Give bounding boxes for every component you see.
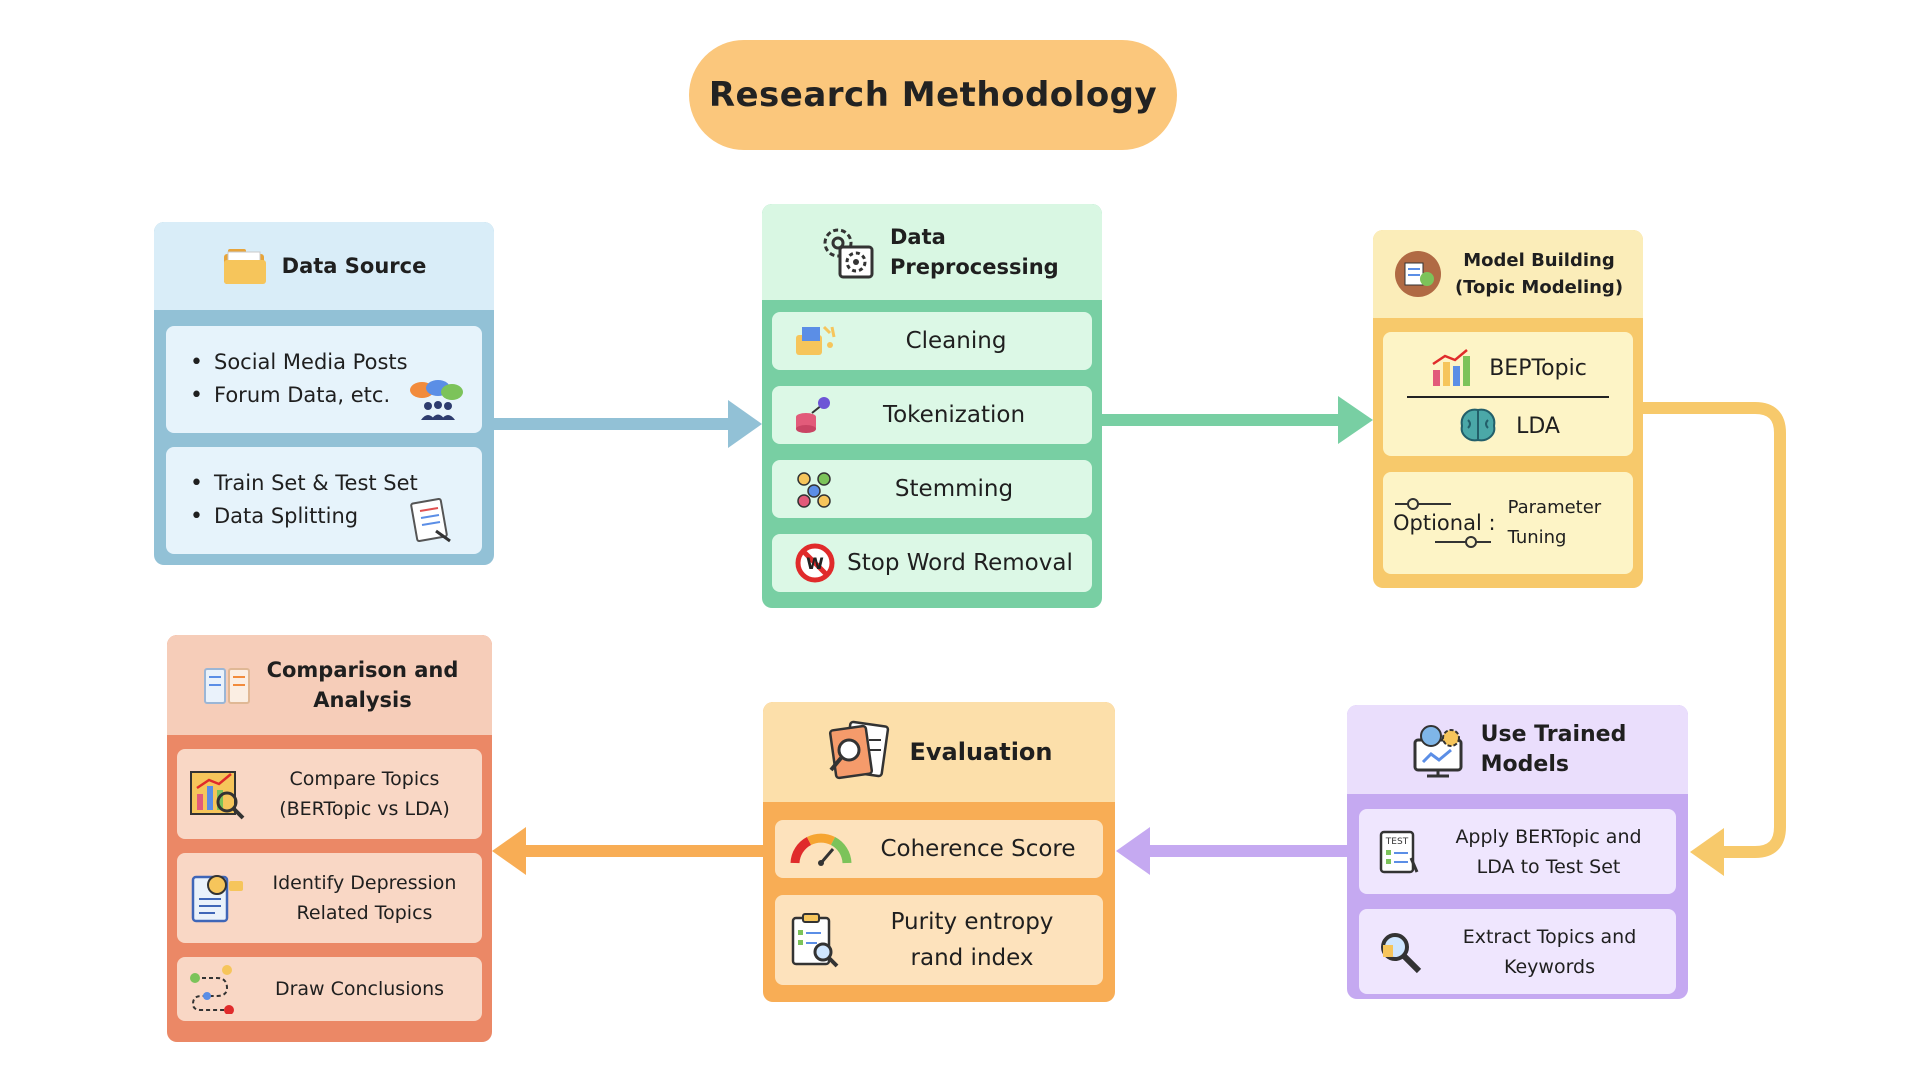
step-cleaning: Cleaning [772,312,1092,370]
cleaning-icon [796,325,836,355]
divider [1407,396,1609,398]
model-label: BEPTopic [1489,355,1587,381]
step-stop-word-removal: W Stop Word Removal [772,534,1092,592]
brain-icon [1460,408,1496,442]
card-text-line1: Extract Topics and [1462,925,1637,948]
arrow-use-to-eval [1116,827,1347,875]
community-icon [410,380,463,420]
card-optional-tuning: Optional : Parameter Tuning [1383,472,1633,574]
test-badge-text: TEST [1385,837,1409,847]
panel-title-line2: Models [1480,751,1569,777]
test-report-icon [829,720,890,780]
panel-evaluation: Evaluation Coherence Score [763,702,1115,1002]
optional-text-line1: Parameter [1507,497,1602,518]
card-coherence-score: Coherence Score [775,820,1103,878]
model-icon [1394,251,1441,297]
panel-title-line1: Comparison and [266,658,459,682]
svg-text:W: W [806,554,824,573]
database-icon [796,397,830,433]
panel-model-building: Model Building (Topic Modeling) BEPTopic [1373,230,1643,588]
analysis-chart-icon [190,771,245,820]
panel-header: Data Source [154,222,494,310]
list-item: Social Media Posts [190,346,482,379]
card-apply-models: TEST Apply BERTopic and LDA to Test Set [1359,809,1676,894]
step-stemming: Stemming [772,460,1092,518]
card-models: BEPTopic LDA [1383,332,1633,456]
optional-label: Optional [1393,511,1482,535]
comparison-icon [203,668,250,704]
no-sign-icon: W [795,543,835,583]
panel-header: Use Trained Models [1347,705,1688,794]
arrow-prep-to-model [1102,396,1373,444]
diagram-title: Research Methodology [689,40,1177,150]
checklist-icon [410,498,451,543]
card-text-line1: Identify Depression [272,872,457,894]
list-item: Data Splitting [190,500,482,533]
panel-comparison-analysis: Comparison and Analysis Compare Topics (… [167,635,492,1042]
ai-brain-icon [1413,724,1463,777]
panel-title-line2: Analysis [313,688,412,712]
slider-icon [1435,536,1491,548]
arrow-source-to-prep [494,400,762,448]
optional-colon: : [1488,511,1496,535]
list-item: Train Set & Test Set [190,467,482,500]
arrow-model-to-use [1643,402,1786,876]
card-text-line2: (BERTopic vs LDA) [279,798,450,820]
card-text-line1: Compare Topics [289,768,440,790]
card-text-line1: Purity entropy [890,909,1054,935]
gauge-icon [790,833,852,866]
network-icon [797,472,831,508]
model-row-beptopic: BEPTopic [1403,342,1613,394]
card-text-line2: rand index [910,945,1034,971]
model-label: LDA [1516,413,1560,439]
panel-title-line1: Model Building [1463,250,1615,271]
list-item: Forum Data, etc. [190,379,482,412]
optional-text-line2: Tuning [1507,527,1567,548]
panel-title-line2: (Topic Modeling) [1454,277,1624,298]
card-draw-conclusions: Draw Conclusions [177,957,482,1021]
clipboard-search-icon [791,913,839,968]
card-compare-topics: Compare Topics (BERTopic vs LDA) [177,749,482,839]
card-identify-topics: Identify Depression Related Topics [177,853,482,943]
panel-data-source: Data Source Social Media Posts Forum Dat… [154,222,494,565]
slider-icon [1395,498,1451,510]
step-label: Tokenization [882,402,1026,428]
panel-title: Data Source [281,254,427,278]
card-label: Coherence Score [880,836,1076,862]
panel-use-trained-models: Use Trained Models TEST Apply BERTopic a… [1347,705,1688,999]
panel-data-preprocessing: Data Preprocessing Cleaning [762,204,1102,608]
card-sources: Social Media Posts Forum Data, etc. [166,326,482,433]
arrow-eval-to-comp [492,827,763,875]
panel-header: Comparison and Analysis [167,635,492,735]
model-row-lda: LDA [1403,400,1613,452]
folder-icon [223,249,266,284]
topic-document-icon [191,875,243,923]
panel-title: Evaluation [909,738,1053,766]
step-label: Stop Word Removal [847,550,1073,576]
card-text-line2: Related Topics [296,902,433,924]
panel-header: Evaluation [763,702,1115,802]
step-label: Cleaning [905,328,1007,354]
panel-title-line1: Data [890,225,946,249]
card-extract-topics: Extract Topics and Keywords [1359,909,1676,994]
card-text-line2: Keywords [1503,955,1596,978]
card-text-line1: Apply BERTopic and [1455,825,1642,848]
panel-header: Model Building (Topic Modeling) [1373,230,1643,318]
card-text-line2: LDA to Test Set [1476,855,1621,878]
panel-title-line1: Use Trained [1480,721,1627,747]
card-label: Draw Conclusions [274,978,445,1000]
roadmap-icon [190,965,234,1014]
test-document-icon: TEST [1379,830,1419,873]
magnifier-icon [1381,932,1422,973]
step-label: Stemming [894,476,1014,502]
step-tokenization: Tokenization [772,386,1092,444]
panel-title-line2: Preprocessing [890,255,1059,279]
gears-icon [823,228,874,279]
bar-chart-icon [1432,349,1471,386]
card-split: Train Set & Test Set Data Splitting [166,447,482,554]
panel-header: Data Preprocessing [762,204,1102,300]
card-purity-entropy: Purity entropy rand index [775,895,1103,985]
